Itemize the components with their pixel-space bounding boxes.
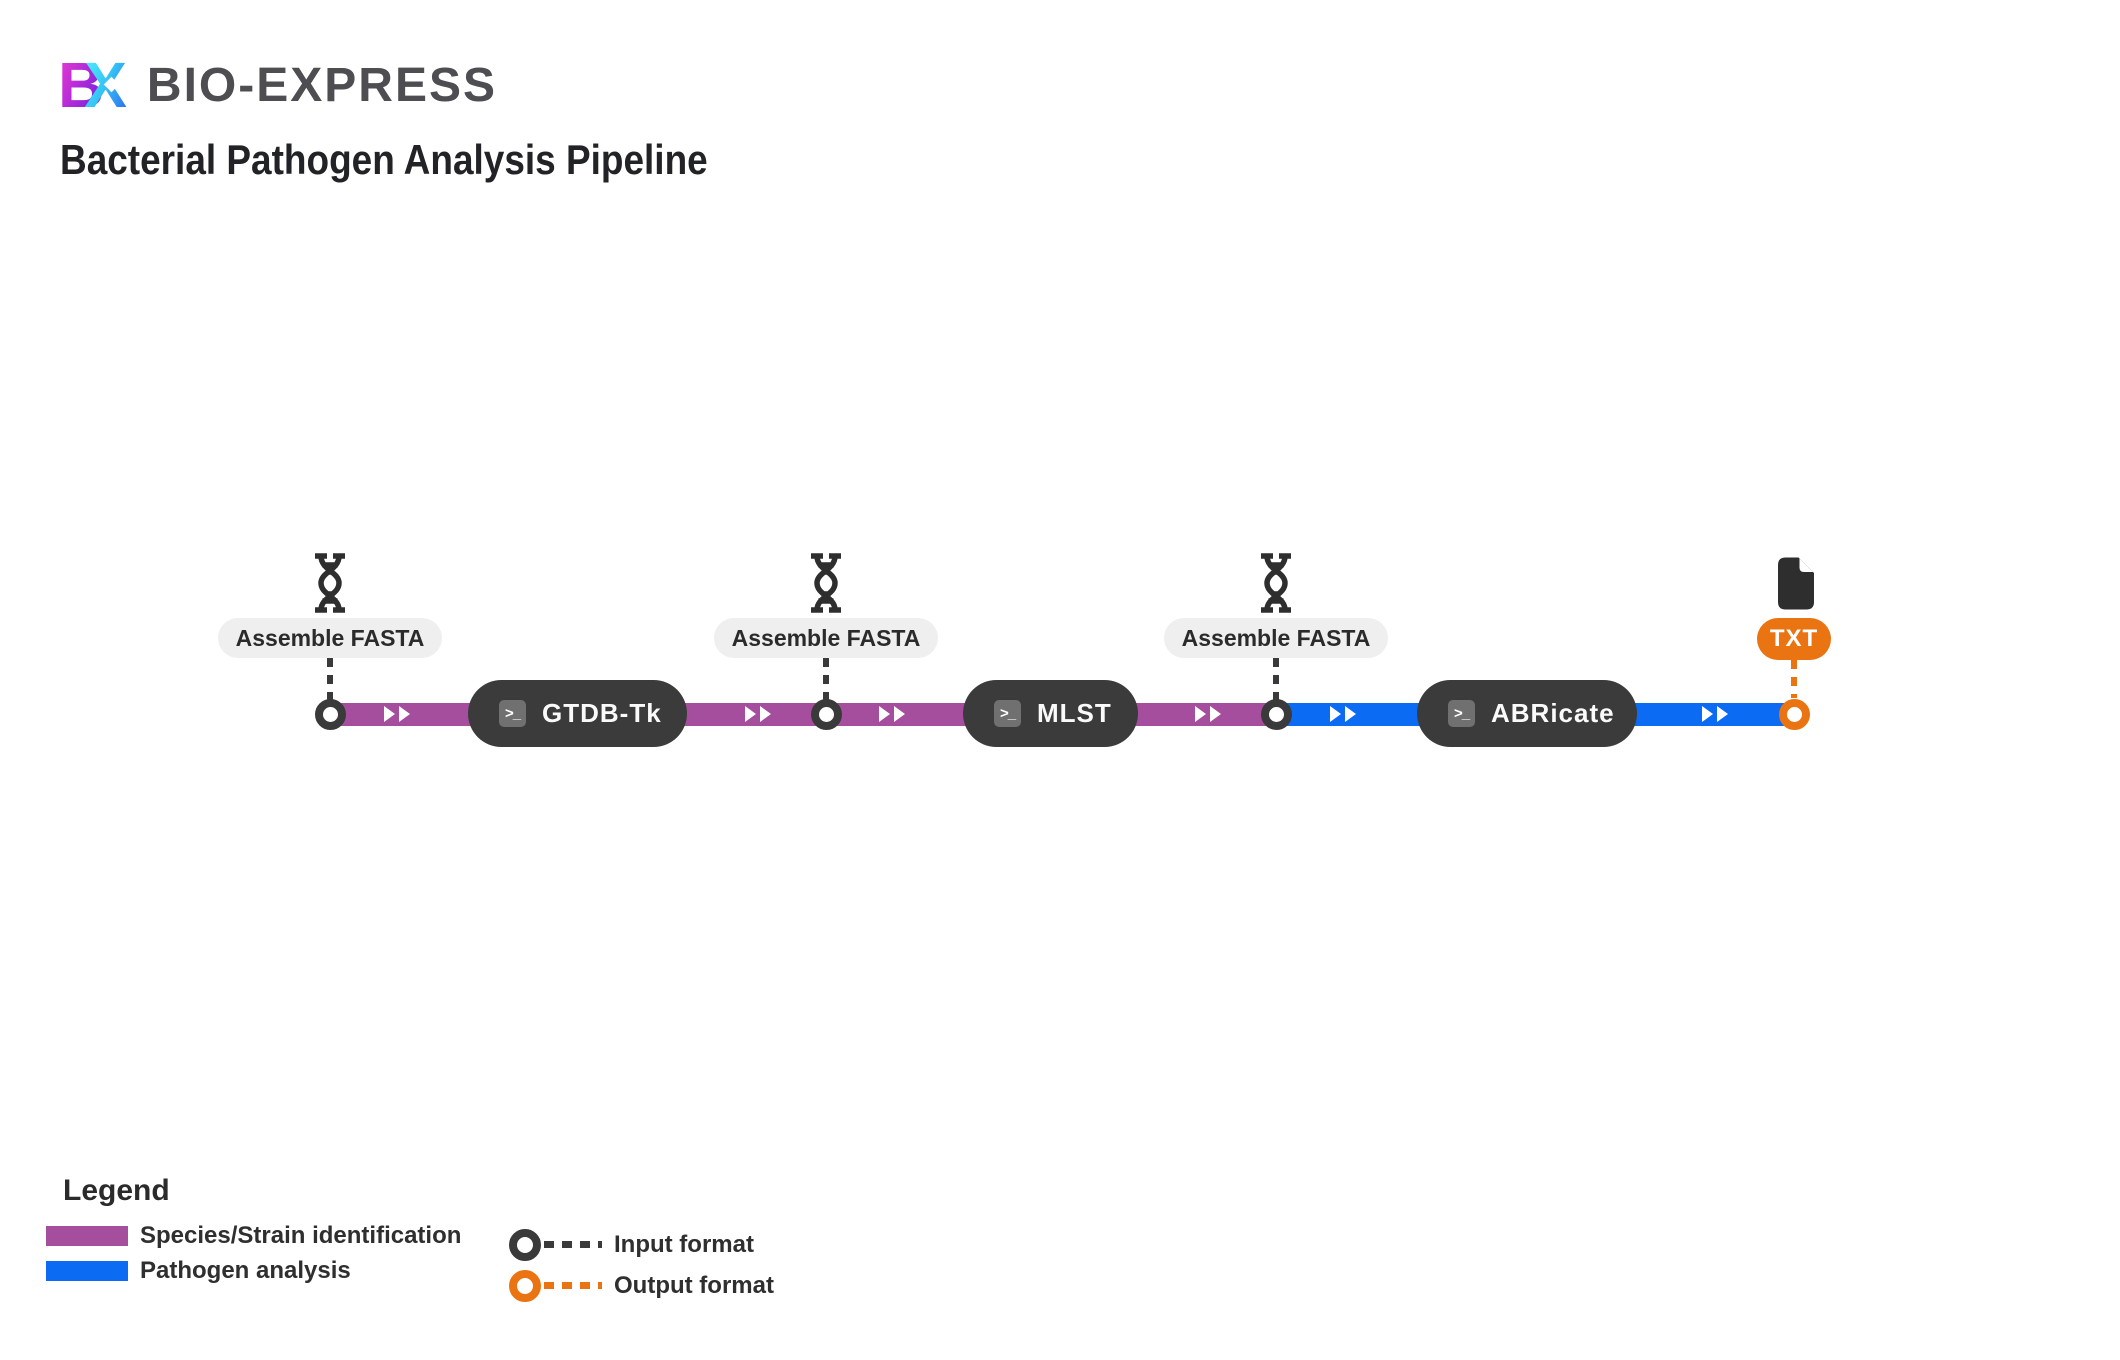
legend-label-pathogen: Pathogen analysis (140, 1257, 351, 1284)
brand-name: BIO-EXPRESS (146, 58, 497, 112)
legend-title: Legend (63, 1174, 170, 1207)
tool-node-mlst: >_ MLST (963, 680, 1138, 747)
input-group: Assemble FASTA (1163, 553, 1389, 730)
legend-label-species: Species/Strain identification (140, 1222, 462, 1249)
legend-item-input-format: Input format (509, 1228, 754, 1261)
dna-icon (811, 553, 841, 613)
file-icon (1778, 557, 1814, 610)
legend-item-output-format: Output format (509, 1269, 774, 1302)
input-port (810, 699, 842, 730)
page-title: Bacterial Pathogen Analysis Pipeline (60, 136, 708, 183)
tool-node-abricate: >_ ABRicate (1417, 680, 1637, 747)
input-group: Assemble FASTA (217, 553, 443, 730)
terminal-icon: >_ (499, 700, 526, 727)
fast-forward-icon (1702, 706, 1728, 722)
input-group: Assemble FASTA (713, 553, 939, 730)
output-connector (1791, 660, 1797, 698)
legend-label-input-format: Input format (614, 1230, 754, 1258)
logo-letter-b: B (58, 49, 105, 121)
fast-forward-icon (384, 706, 410, 722)
fast-forward-icon (879, 706, 905, 722)
input-format-badge: Assemble FASTA (1163, 618, 1389, 658)
output-format-badge: TXT (1756, 618, 1832, 660)
output-port (1778, 699, 1810, 730)
input-port-icon (509, 1228, 541, 1261)
input-connector (823, 658, 829, 700)
output-port-icon (509, 1269, 541, 1302)
fast-forward-icon (1330, 706, 1356, 722)
dna-icon (315, 553, 345, 613)
input-format-badge: Assemble FASTA (713, 618, 939, 658)
output-dash-icon (544, 1282, 602, 1289)
tool-label: GTDB-Tk (542, 698, 662, 728)
legend-label-output-format: Output format (614, 1271, 774, 1299)
output-group: TXT (1690, 556, 1898, 730)
input-connector (1273, 658, 1279, 700)
input-port (314, 699, 346, 730)
fast-forward-icon (1195, 706, 1221, 722)
input-port (1260, 699, 1292, 730)
terminal-icon: >_ (1448, 700, 1475, 727)
brand-logo: B X (58, 49, 127, 121)
tool-node-gtdb-tk: >_ GTDB-Tk (468, 680, 687, 747)
legend-item-pathogen: Pathogen analysis (46, 1257, 351, 1285)
terminal-icon: >_ (994, 700, 1021, 727)
legend-swatch-pathogen (46, 1261, 128, 1281)
input-format-badge: Assemble FASTA (217, 618, 443, 658)
dna-icon (1261, 553, 1291, 613)
legend-item-species: Species/Strain identification (46, 1222, 461, 1250)
brand-logo-lockup: B X BIO-EXPRESS (58, 49, 497, 121)
tool-label: MLST (1037, 698, 1112, 728)
fast-forward-icon (745, 706, 771, 722)
input-connector (327, 658, 333, 700)
tool-label: ABRicate (1491, 698, 1615, 728)
legend-swatch-species (46, 1226, 128, 1246)
input-dash-icon (544, 1241, 602, 1248)
